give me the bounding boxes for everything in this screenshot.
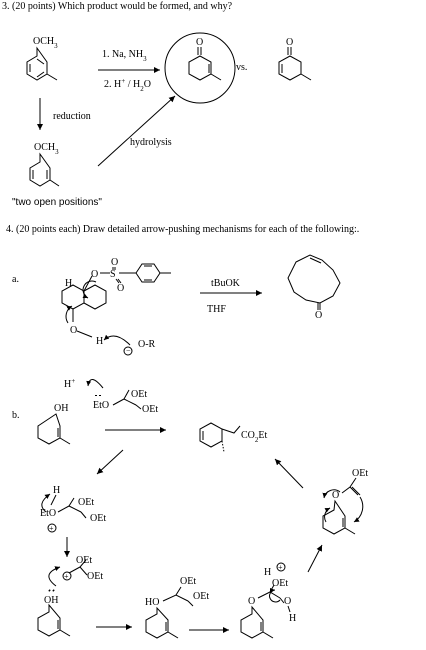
step1-h: H xyxy=(53,485,60,496)
curved-arrow-rearrange-2 xyxy=(353,496,364,523)
alkoxide-charge: − xyxy=(126,346,131,355)
reagent-tbuok: tBuOK xyxy=(211,278,241,289)
allylic-alcohol-start: OH xyxy=(37,403,71,445)
question-4-text: 4. (20 points each) Draw detailed arrow-… xyxy=(6,224,360,235)
orthoester-oet-2: OEt xyxy=(142,404,158,415)
curved-arrow-rearrange-3 xyxy=(324,507,331,523)
alt-ketone-oxygen: O xyxy=(286,37,293,48)
step4-oh-h: H xyxy=(289,613,296,624)
two-open-positions-note: "two open positions" xyxy=(12,197,102,208)
orthoester-reagent: H+ EtO OEt OEt xyxy=(64,377,158,415)
step4-h: H xyxy=(264,567,271,578)
step2-oet-2: OEt xyxy=(87,571,103,582)
curved-arrow-protonation xyxy=(86,379,104,389)
step3-ho: HO xyxy=(145,597,159,608)
product-ester-label: CO2Et xyxy=(241,430,268,444)
diene-methoxy: OCH3 xyxy=(34,142,59,156)
vs-label: vs. xyxy=(236,62,247,73)
alkoxide-label: O-R xyxy=(138,339,156,350)
arrow-hydrolysis xyxy=(97,95,176,167)
curved-arrow-migration xyxy=(65,305,73,324)
protonated-mixed-orthoester: H + OEt O H O xyxy=(240,562,296,639)
circled-product: O xyxy=(164,32,236,104)
step3-oet-1: OEt xyxy=(180,576,196,587)
ketone-oxygen: O xyxy=(196,37,203,48)
alternative-product: O xyxy=(278,37,312,81)
diene-intermediate: OCH3 xyxy=(29,142,60,187)
anisole-molecule: OCH3 xyxy=(26,36,58,81)
protonated-orthoester: H EtO OEt OEt + xyxy=(40,485,106,533)
reagent-2-label: 2. H+ / H2O xyxy=(104,77,151,93)
curved-arrow-leaving xyxy=(82,280,97,299)
step1-oet-2: OEt xyxy=(90,513,106,524)
reagent-1-label: 1. Na, NH3 xyxy=(102,49,147,63)
tosylate-oxygen: O xyxy=(91,269,98,280)
ring-fusion-h: H xyxy=(65,278,72,289)
curved-arrow-rearrange-1 xyxy=(322,489,341,499)
claisen-product: CO2Et xyxy=(199,422,268,453)
alkoxide-base: O-R − xyxy=(103,334,156,356)
step5-oet: OEt xyxy=(352,468,368,479)
answer-circle xyxy=(164,32,236,104)
step1-eto: EtO xyxy=(40,508,56,519)
curved-arrow-elimination xyxy=(269,587,281,603)
arrow-step-6 xyxy=(274,458,304,489)
step5-allylic-o: O xyxy=(332,490,339,501)
product-ketone-oxygen: O xyxy=(315,310,322,321)
sulfur-atom: S xyxy=(110,269,116,280)
part-b-label: b. xyxy=(12,410,20,421)
step1-oet-1: OEt xyxy=(78,497,94,508)
reagent-na-nh3: 1. Na, NH3 2. H+ / H2O xyxy=(98,49,160,93)
curved-arrow-attack xyxy=(48,566,61,587)
curved-arrow-loss-etoh xyxy=(41,493,51,513)
step2-oh: OH xyxy=(44,595,58,606)
decalin-tosylate: H O S O O O H xyxy=(61,257,171,347)
step2-oet-1: OEt xyxy=(76,555,92,566)
orthoester-eto: EtO xyxy=(93,400,109,411)
step4-o: O xyxy=(284,596,291,607)
step2-charge: + xyxy=(64,572,69,581)
step1-charge: + xyxy=(49,524,54,533)
h-plus-label: H+ xyxy=(64,377,75,390)
hydroxyl-oxygen: O xyxy=(70,325,77,336)
step3-oet-2: OEt xyxy=(193,591,209,602)
start-oh: OH xyxy=(54,403,68,414)
step4-oet: OEt xyxy=(272,578,288,589)
part-a-label: a. xyxy=(12,274,19,285)
reduction-label: reduction xyxy=(53,111,91,122)
question-3-text: 3. (20 points) Which product would be fo… xyxy=(2,1,233,12)
orthoester-oet-1: OEt xyxy=(131,389,147,400)
curved-arrow-deprotonation xyxy=(103,334,131,346)
methoxy-label: OCH3 xyxy=(33,36,58,50)
step4-charge: + xyxy=(278,563,283,572)
sulfonyl-oxygen-bottom: O xyxy=(117,283,124,294)
cyclodecenone-product: O xyxy=(287,254,341,321)
arrow-step-5 xyxy=(307,544,323,573)
hydroxyl-h: H xyxy=(96,336,103,347)
oxocarbenium-addition: OEt OEt + OH xyxy=(37,555,103,637)
arrow-step-1 xyxy=(96,449,124,475)
mixed-orthoester-intermediate: HO OEt OEt xyxy=(145,576,209,639)
reagent-thf: THF xyxy=(207,304,226,315)
allyl-vinyl-ether: OEt O xyxy=(322,468,368,535)
hydrolysis-label: hydrolysis xyxy=(130,137,172,148)
step4-allylic-o: O xyxy=(248,596,255,607)
sulfonyl-oxygen-top: O xyxy=(111,257,118,268)
